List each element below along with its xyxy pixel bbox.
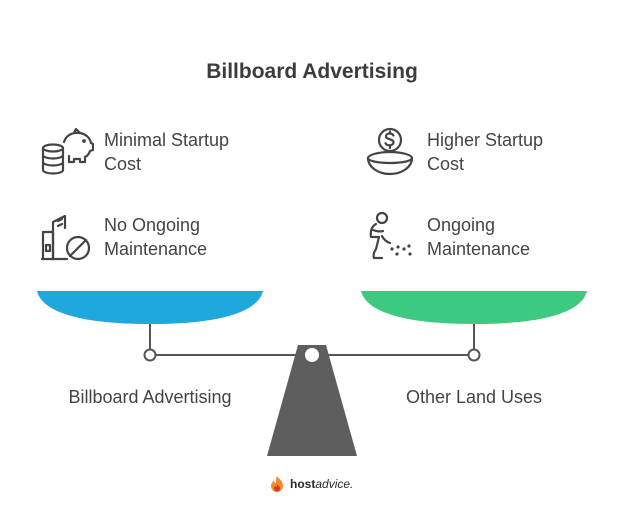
dollar-bowl-icon [366, 127, 414, 176]
item-line-2: Maintenance [427, 239, 531, 259]
item-line-1: Minimal Startup [104, 130, 230, 150]
right-pan [361, 291, 587, 324]
left-beam-joint [143, 348, 157, 362]
item-line-1: No Ongoing [104, 215, 201, 235]
logo-text-bold: host [290, 477, 316, 491]
piggy-bank-coins-icon [41, 128, 94, 175]
building-no-icon [40, 214, 91, 261]
higher-startup-cost-text: Higher Startup Cost [427, 128, 597, 176]
item-line-2: Cost [104, 154, 142, 174]
item-line-2: Cost [427, 154, 465, 174]
ongoing-maintenance-text: Ongoing Maintenance [427, 213, 597, 261]
item-line-1: Ongoing [427, 215, 496, 235]
page-title: Billboard Advertising [206, 60, 418, 83]
right-pan-label: Other Land Uses [405, 387, 543, 407]
left-pan [37, 291, 263, 324]
fulcrum [267, 345, 357, 456]
right-beam-joint [467, 348, 481, 362]
hostadvice-flame-icon [271, 476, 283, 492]
worker-icon [369, 211, 412, 260]
hostadvice-logo: hostadvice. [268, 475, 353, 493]
item-line-2: Maintenance [104, 239, 208, 259]
minimal-startup-cost-text: Minimal Startup Cost [104, 128, 274, 176]
fulcrum-pivot [305, 348, 319, 362]
item-line-1: Higher Startup [427, 130, 544, 150]
logo-text-light: advice. [315, 477, 354, 491]
no-ongoing-maintenance-text: No Ongoing Maintenance [104, 213, 274, 261]
left-pan-label: Billboard Advertising [68, 387, 232, 407]
